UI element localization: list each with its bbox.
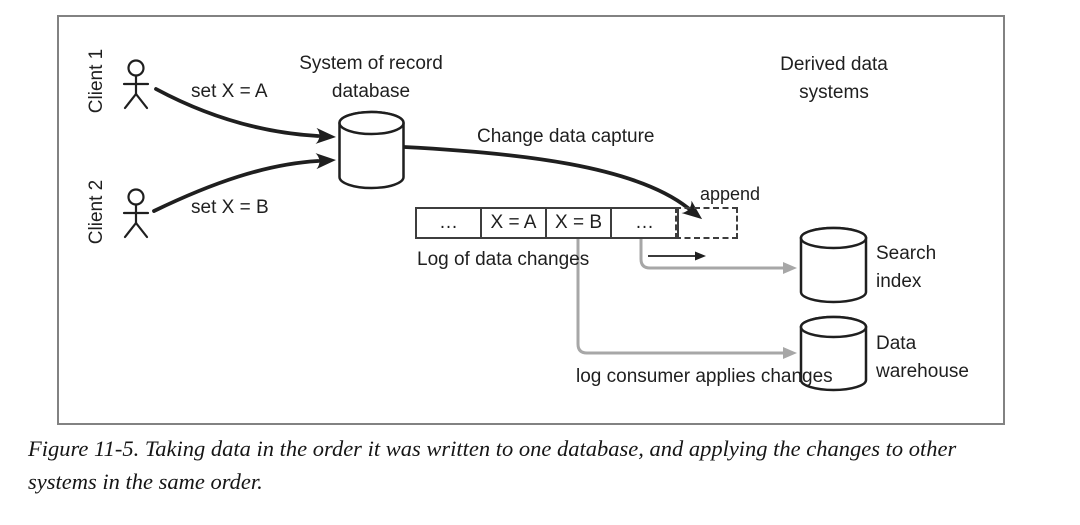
append-slot-box [675,207,738,239]
append-label: append [700,184,761,204]
log-consumer-label: log consumer applies changes [576,366,833,387]
client-1-action-label: set X = A [191,81,268,102]
data-warehouse-cylinder-icon [799,315,868,392]
cdc-arrow [402,145,703,220]
figure-caption: Figure 11-5. Taking data in the order it… [28,436,957,494]
search-index-cylinder-icon [799,226,868,304]
search-index-label: Search index [876,243,937,292]
log-cell-x-b: X = B [547,209,612,237]
client-2-icon [122,188,150,239]
log-cell-x-a: X = A [482,209,547,237]
client-2-label: Client 2 [86,179,107,245]
client-1-write-arrow [154,87,336,144]
log-cell-ellipsis-right: … [612,209,677,237]
source-database-cylinder-icon [338,110,405,190]
cdc-label: Change data capture [477,126,655,147]
client-2-action-label: set X = B [191,197,269,218]
derived-systems-title: Derived data systems [780,54,888,103]
client-2-write-arrow [152,153,336,213]
search-index-feed-arrow [639,239,797,274]
source-database-label: System of record database [299,53,443,102]
client-1-label: Client 1 [86,48,107,114]
warehouse-feed-arrow [576,239,797,359]
data-warehouse-label: Data warehouse [876,333,969,382]
client-1-icon [122,59,150,110]
log-caption: Log of data changes [417,249,590,270]
log-row: … X = A X = B … [415,207,679,239]
log-cell-ellipsis-left: … [417,209,482,237]
